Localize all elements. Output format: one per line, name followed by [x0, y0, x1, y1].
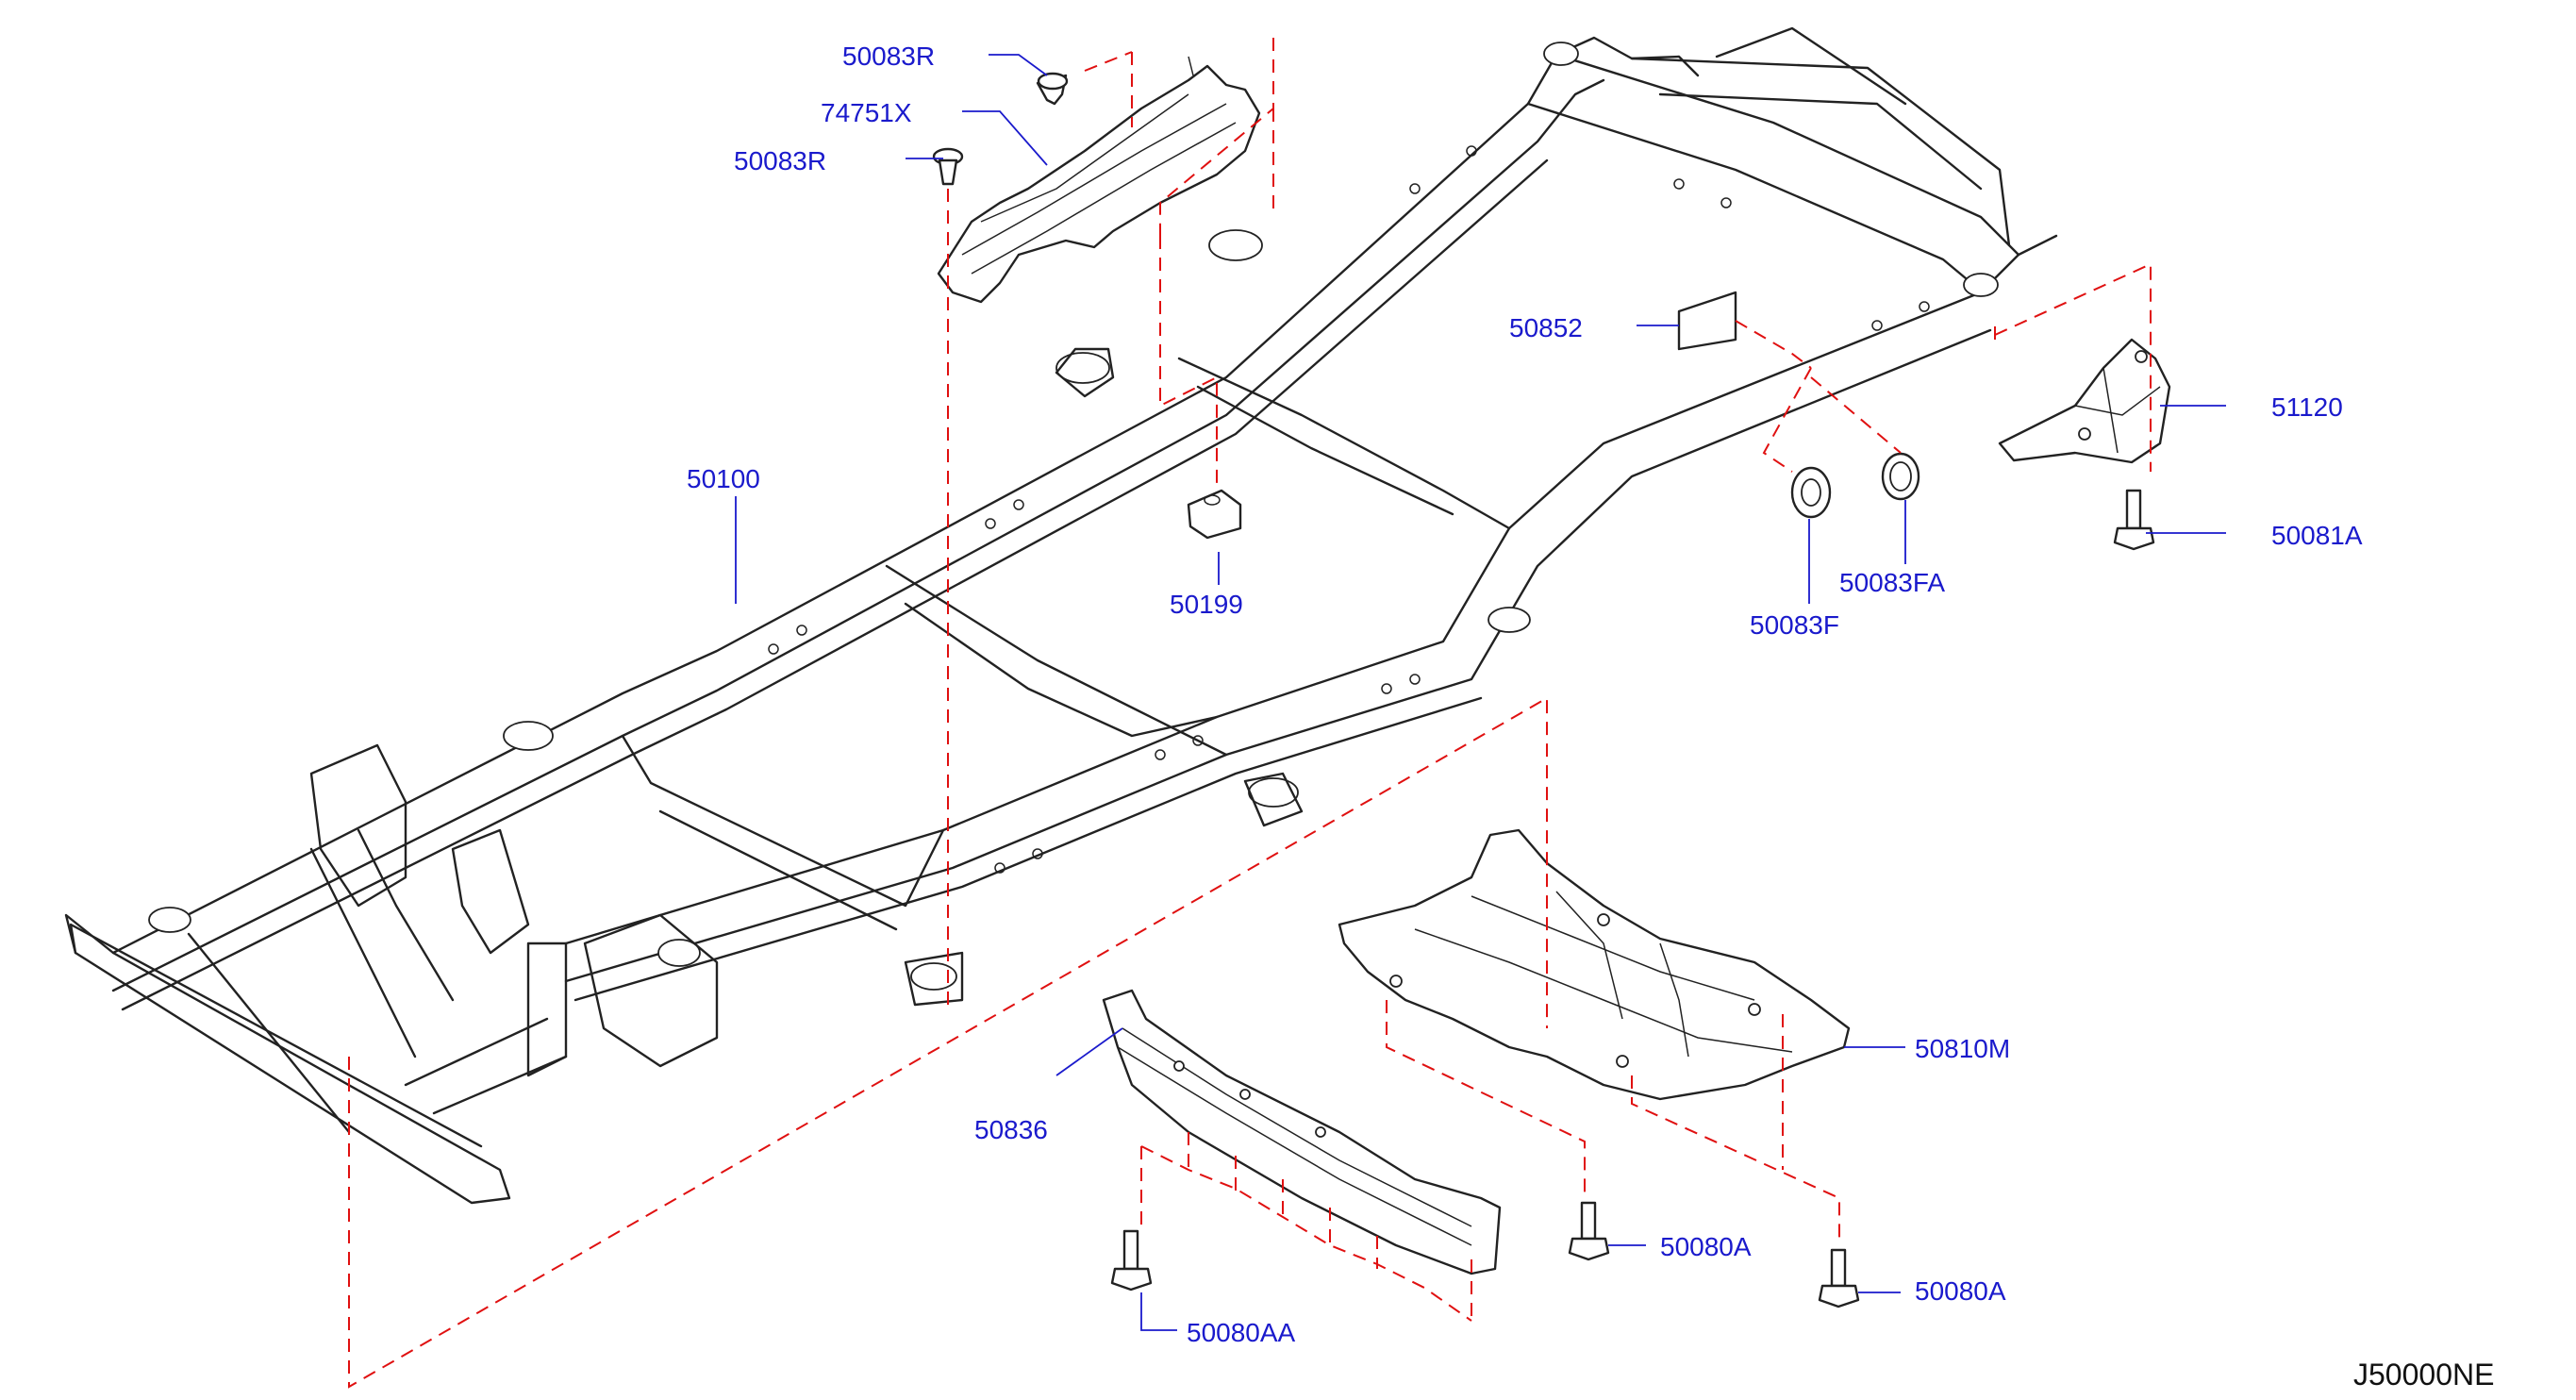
clip-50083r-top[interactable]	[1036, 72, 1069, 106]
label-50080aa: 50080AA	[1187, 1318, 1296, 1347]
frame-50100[interactable]	[64, 26, 2058, 1205]
label-50199: 50199	[1170, 590, 1243, 619]
label-50083f: 50083F	[1750, 610, 1839, 640]
label-74751x: 74751X	[821, 98, 912, 127]
bracket-51120[interactable]	[1998, 338, 2171, 464]
heat-shield-74751x[interactable]	[937, 56, 1261, 304]
leader-lines	[735, 54, 2226, 1331]
grommet-50083f[interactable]	[1790, 466, 1832, 519]
label-50100: 50100	[687, 464, 760, 493]
label-50080a-1: 50080A	[1660, 1232, 1752, 1261]
undercover-50810m[interactable]	[1338, 828, 1851, 1101]
bolt-50081a[interactable]	[2113, 489, 2155, 551]
bolt-50080a-2[interactable]	[1818, 1248, 1860, 1308]
label-50836: 50836	[974, 1115, 1048, 1144]
label-50083r-top: 50083R	[842, 42, 935, 71]
grommet-50083fa[interactable]	[1881, 452, 1920, 501]
label-50081a: 50081A	[2271, 521, 2363, 550]
bumper-50199[interactable]	[1187, 489, 1242, 540]
bolt-50080a-1[interactable]	[1568, 1201, 1610, 1261]
label-50083fa: 50083FA	[1839, 568, 1945, 597]
label-50083r-mid: 50083R	[734, 146, 826, 175]
label-50852: 50852	[1509, 313, 1583, 342]
bolt-50080aa[interactable]	[1110, 1229, 1153, 1292]
label-50080a-2: 50080A	[1915, 1276, 2006, 1306]
plug-50852[interactable]	[1677, 291, 1737, 351]
clip-50083r-mid[interactable]	[932, 147, 964, 186]
diagram-code: J50000NE	[2353, 1358, 2494, 1392]
assembly-lines	[348, 38, 2152, 1389]
label-50810m: 50810M	[1915, 1034, 2010, 1063]
label-51120: 51120	[2271, 392, 2343, 422]
undercover-50836[interactable]	[1102, 989, 1502, 1275]
part-labels: 50083R 74751X 50083R 50100 50199 50852 5…	[687, 42, 2363, 1347]
